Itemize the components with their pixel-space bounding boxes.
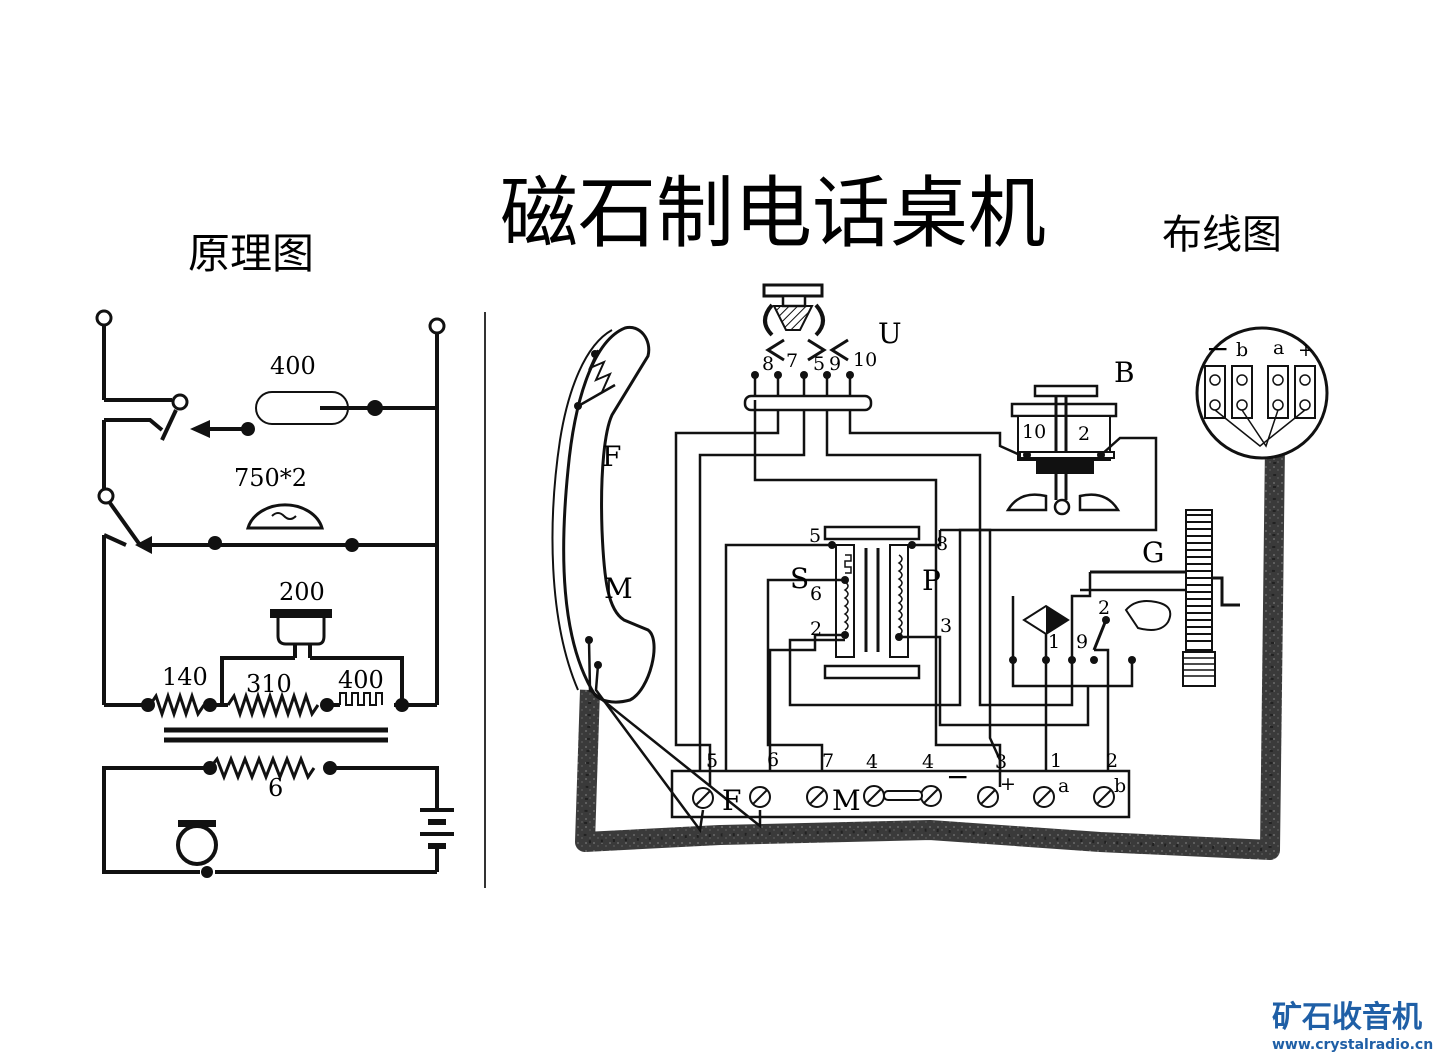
induction-coil-bottom bbox=[823, 664, 921, 680]
coil-140 bbox=[148, 691, 206, 719]
coil-6 bbox=[208, 754, 316, 782]
label-handset-F: F bbox=[602, 440, 621, 473]
label-terminal-4b: 4 bbox=[922, 751, 934, 773]
label-coil-pin-6: 6 bbox=[810, 583, 822, 605]
label-terminal-7: 7 bbox=[822, 750, 834, 772]
bell-gong-right bbox=[1078, 493, 1121, 512]
label-rosette-b: b bbox=[1236, 339, 1248, 361]
label-rosette-a: a bbox=[1273, 337, 1284, 359]
hook-switch-plunger bbox=[772, 305, 814, 331]
label-terminal-3: 3 bbox=[995, 751, 1007, 773]
label-coil-P: P bbox=[922, 564, 941, 597]
label-coil-pin-2: 2 bbox=[810, 618, 822, 640]
label-terminal-5: 5 bbox=[706, 750, 718, 772]
generator-contact bbox=[1124, 600, 1172, 631]
label-switch-U: U bbox=[878, 317, 902, 350]
label-coil-pin-5: 5 bbox=[809, 525, 821, 547]
label-200: 200 bbox=[279, 578, 325, 606]
label-switch-pin-8: 8 bbox=[762, 353, 774, 375]
wiring-diagram bbox=[551, 283, 1329, 860]
wiring-title: 布线图 bbox=[1162, 212, 1282, 258]
label-terminal-minus: − bbox=[946, 760, 969, 793]
coil-400 bbox=[339, 692, 383, 706]
label-rosette-plus: + bbox=[1298, 339, 1314, 361]
receiver-200-plate bbox=[270, 609, 332, 618]
label-terminal-F: F bbox=[722, 784, 741, 817]
hook-switch-top bbox=[762, 283, 824, 298]
label-coil-S: S bbox=[790, 562, 809, 595]
label-bell-pin-2: 2 bbox=[1078, 423, 1090, 445]
terminal-right bbox=[428, 317, 446, 335]
schematic-title: 原理图 bbox=[188, 229, 314, 278]
label-terminal-M: M bbox=[832, 784, 861, 817]
label-terminal-plus: + bbox=[1000, 773, 1016, 795]
label-bell-pin-10: 10 bbox=[1022, 421, 1046, 443]
label-terminal-a: a bbox=[1058, 775, 1069, 797]
watermark-logo: 矿石收音机 bbox=[1272, 1000, 1422, 1035]
label-140: 140 bbox=[162, 663, 208, 691]
label-400-top: 400 bbox=[270, 352, 316, 380]
terminal-left bbox=[95, 309, 113, 327]
bell-gong-left bbox=[1005, 493, 1048, 512]
label-switch-pin-7: 7 bbox=[786, 350, 798, 372]
induction-coil-top bbox=[823, 525, 921, 541]
label-400-coil: 400 bbox=[338, 666, 384, 694]
label-switch-pin-5: 5 bbox=[813, 353, 825, 375]
watermark-url: www.crystalradio.cn bbox=[1272, 1037, 1433, 1053]
label-coil-pin-3: 3 bbox=[940, 615, 952, 637]
label-gen-pin-9: 9 bbox=[1076, 631, 1088, 653]
page-title: 磁石制电话桌机 bbox=[500, 169, 1046, 259]
microphone-symbol bbox=[176, 824, 218, 866]
component-400 bbox=[255, 391, 349, 425]
hook-switch-base bbox=[743, 394, 873, 412]
hook-switch-2-pivot bbox=[97, 487, 115, 505]
line-cord bbox=[575, 444, 1285, 860]
bell-top bbox=[1033, 384, 1099, 398]
label-gen-pin-1: 1 bbox=[1048, 631, 1060, 653]
generator-gear bbox=[1185, 509, 1213, 651]
label-bell-B: B bbox=[1114, 356, 1135, 389]
label-rosette-minus: − bbox=[1206, 332, 1229, 365]
hook-switch-pivot bbox=[171, 393, 189, 411]
label-terminal-b: b bbox=[1114, 775, 1126, 797]
label-terminal-6: 6 bbox=[767, 749, 779, 771]
label-handset-M: M bbox=[604, 572, 633, 605]
label-generator-G: G bbox=[1142, 536, 1164, 569]
label-terminal-4a: 4 bbox=[866, 751, 878, 773]
label-750x2: 750*2 bbox=[234, 464, 307, 492]
label-310: 310 bbox=[246, 670, 292, 698]
label-6: 6 bbox=[268, 774, 283, 802]
label-terminal-2: 2 bbox=[1106, 750, 1118, 772]
label-switch-pin-10: 10 bbox=[853, 349, 877, 371]
wall-rosette bbox=[1195, 326, 1329, 460]
handset bbox=[562, 325, 656, 704]
label-coil-pin-8: 8 bbox=[936, 533, 948, 555]
coil-310 bbox=[226, 691, 320, 719]
label-gen-pin-2: 2 bbox=[1098, 597, 1110, 619]
label-switch-pin-9: 9 bbox=[829, 353, 841, 375]
label-terminal-1: 1 bbox=[1050, 750, 1062, 772]
schematic-diagram bbox=[95, 309, 454, 878]
handset-receiver-coil bbox=[588, 349, 612, 393]
